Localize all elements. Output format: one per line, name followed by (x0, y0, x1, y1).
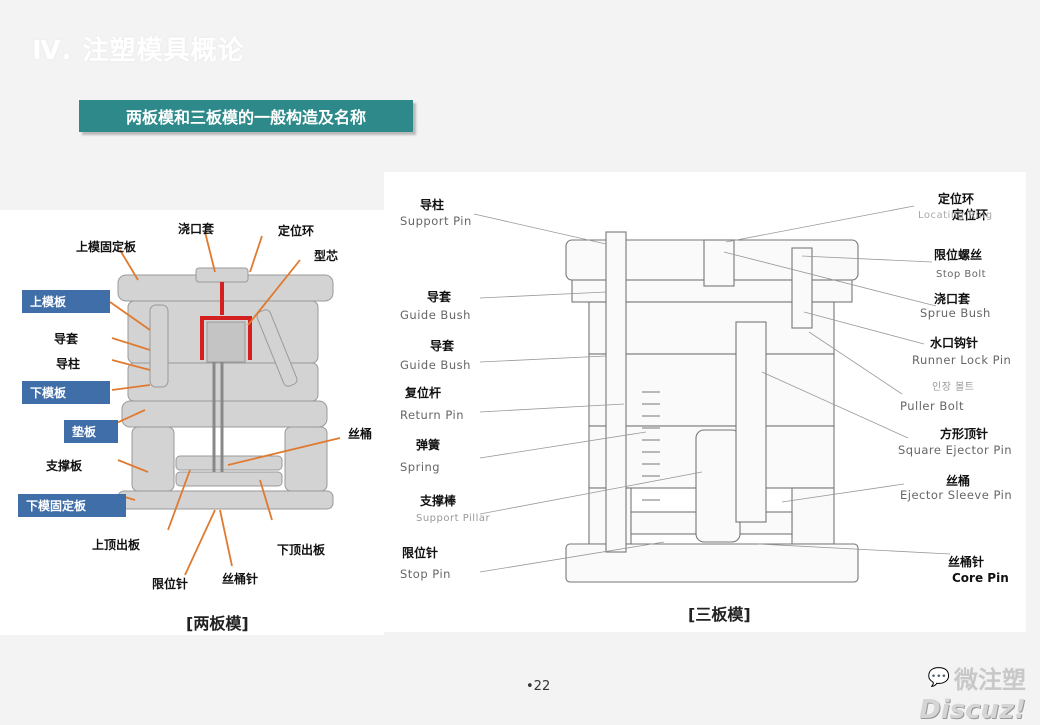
tp-label-stop-pin-zh: 限位针 (402, 546, 439, 560)
subtitle-box: 两板模和三板模的一般构造及名称 (79, 100, 413, 132)
watermark: 💬微注塑 Discuz! (919, 660, 1026, 725)
tp-label-guide-bush2-en: Guide Bush (400, 358, 471, 372)
tp-label-sleeve-zh: 丝桶 (946, 474, 971, 488)
tp-ejector-sleeve (735, 321, 767, 523)
tp-label-support-pin-zh: 导柱 (420, 198, 445, 212)
tp-label-guide-bush-zh: 导套 (427, 290, 452, 304)
tp-label-support-pillar-en: Support Pillar (416, 513, 491, 524)
tag-lower-plate: 下模板 (22, 381, 110, 404)
tp-label-puller-bolt-en: Puller Bolt (900, 399, 964, 413)
label-guide-bush-2p: 导套 (54, 332, 79, 346)
tag-bottom-clamp-plate: 下模固定板 (18, 494, 126, 517)
tag-upper-plate: 上模板 (22, 290, 110, 313)
tp-label-guide-bush-en: Guide Bush (400, 308, 471, 322)
tp-spacer-block-right (791, 487, 835, 545)
tp-label-runner-lock-zh: 水口钩针 (930, 336, 979, 350)
tp-label-locating-ring-zh2: 定位环 (952, 208, 989, 222)
watermark-line2: Discuz! (919, 695, 1026, 725)
tp-support-pillar (695, 429, 741, 543)
caption-two-plate: [两板模] (186, 614, 249, 633)
cavity-red (200, 316, 252, 360)
tp-label-square-ejector-en: Square Ejector Pin (898, 443, 1013, 457)
three-plate-diagram (473, 205, 951, 583)
label-guide-pin-2p: 导柱 (56, 357, 81, 371)
caption-three-plate: [三板模] (688, 605, 751, 624)
label-locating-ring-2p: 定位环 (278, 224, 315, 238)
label-sleeve-pin-2p: 丝桶针 (222, 572, 259, 586)
support-leg-left (131, 426, 175, 492)
sprue-bush-shape (195, 267, 249, 283)
tp-spring-coils (642, 391, 660, 501)
label-lower-ejector-plate-2p: 下顶出板 (277, 543, 326, 557)
tp-label-return-pin-en: Return Pin (400, 408, 464, 422)
bottom-clamp-plate-shape (117, 490, 334, 510)
support-leg-right (284, 426, 328, 492)
core-shape (206, 321, 246, 363)
tag-spacer: 垫板 (64, 420, 118, 443)
tp-label-sprue-bush-en: Sprue Bush (920, 306, 991, 320)
tp-label-stop-bolt-zh: 限位螺丝 (934, 248, 983, 262)
upper-ejector-plate-shape (175, 455, 283, 471)
tp-bottom-plate (565, 543, 859, 583)
slide-title: Ⅳ. 注塑模具概论 (32, 36, 245, 66)
tp-label-runner-lock-en: Runner Lock Pin (912, 353, 1012, 367)
tp-label-support-pin-en: Support Pin (400, 214, 472, 228)
label-top-clamp-plate-2p: 上模固定板 (76, 240, 137, 254)
label-sleeve-2p: 丝桶 (348, 427, 373, 441)
tp-label-spring-en: Spring (400, 460, 441, 474)
chat-bubble-icon: 💬 (927, 667, 950, 688)
guide-pillar-shape (149, 304, 169, 388)
tp-label-locating-ring-en: Locating Ring (918, 210, 993, 221)
tp-sprue-bush (703, 239, 735, 287)
two-plate-diagram (109, 231, 341, 576)
watermark-line1: 微注塑 (954, 666, 1026, 694)
label-upper-ejector-plate-2p: 上顶出板 (92, 538, 141, 552)
angled-pin (256, 309, 298, 387)
label-core-2p: 型芯 (314, 249, 339, 263)
tp-label-stop-pin-en: Stop Pin (400, 567, 451, 581)
tp-label-spring-zh: 弹簧 (416, 438, 441, 452)
tp-label-core-pin-en: Core Pin (952, 571, 1009, 585)
spacer-shape (121, 400, 328, 428)
tp-label-guide-bush2-zh: 导套 (430, 339, 455, 353)
tp-label-locating-ring-zh: 定位环 (938, 192, 975, 206)
lower-ejector-plate-shape (175, 471, 283, 487)
tp-label-core-pin-zh: 丝桶针 (948, 555, 985, 569)
tp-label-sprue-bush-zh: 浇口套 (934, 292, 971, 306)
tp-label-stop-bolt-en: Stop Bolt (936, 269, 987, 280)
label-stop-pin-2p: 限位针 (152, 577, 189, 591)
tp-label-sleeve-en: Ejector Sleeve Pin (900, 488, 1013, 502)
tp-guide-pin-left (605, 231, 627, 553)
tp-label-korean: 인장 볼트 (932, 382, 975, 393)
page-number: •22 (526, 679, 551, 694)
tp-label-square-ejector-zh: 方形顶针 (940, 427, 989, 441)
tp-label-support-pillar-zh: 支撑棒 (420, 494, 457, 508)
label-sprue-bush-2p: 浇口套 (178, 222, 215, 236)
tp-cavity-plate (588, 353, 835, 427)
tp-stop-bolt (791, 247, 813, 329)
tp-label-return-pin-zh: 复位杆 (405, 386, 442, 400)
label-support-plate-2p: 支撑板 (46, 459, 83, 473)
